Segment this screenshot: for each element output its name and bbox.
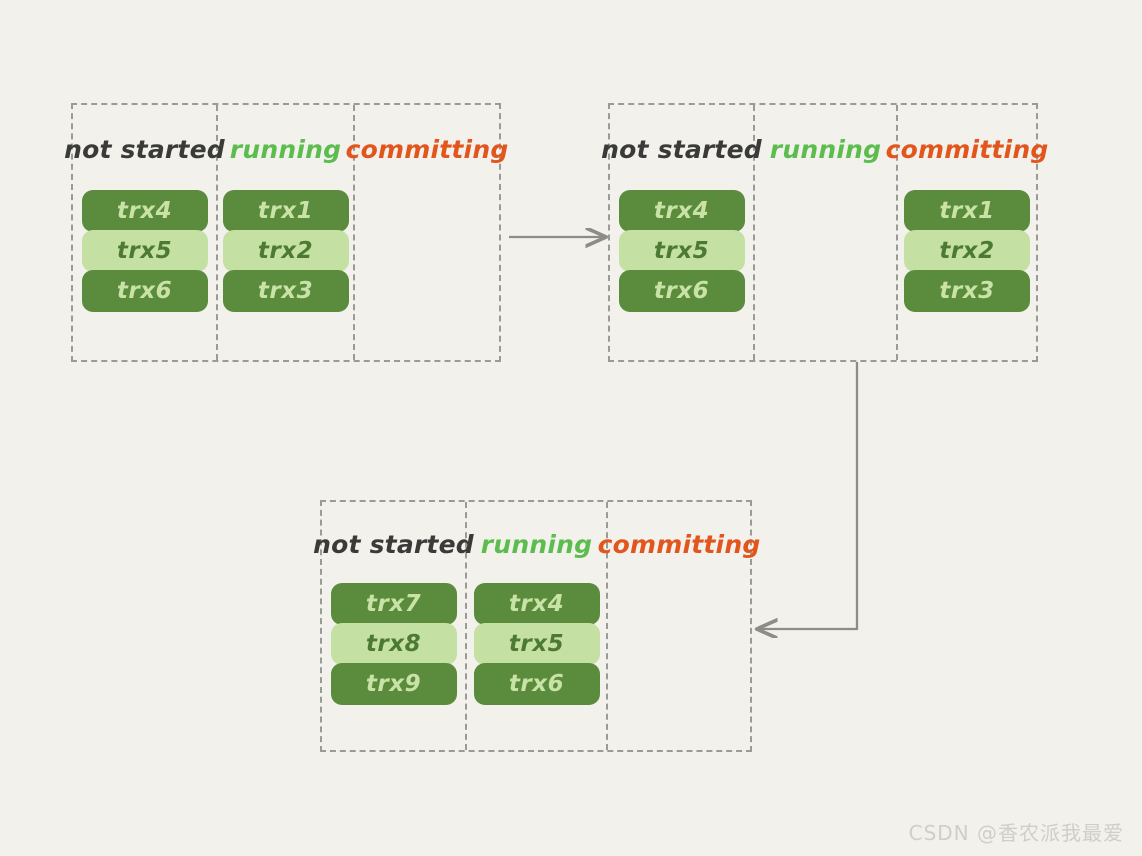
column-title-committing: committing: [597, 530, 761, 559]
column-not-started: not started trx4 trx5 trx6: [601, 105, 762, 360]
column-running: running trx4 trx5 trx6: [467, 502, 608, 750]
trx-pill[interactable]: trx9: [330, 663, 457, 705]
column-running: running: [755, 105, 898, 360]
column-committing: committing trx1 trx2 trx3: [886, 105, 1048, 360]
pill-stack-committing: trx1 trx2 trx3: [904, 190, 1030, 312]
trx-pill[interactable]: trx6: [618, 270, 745, 312]
trx-pill[interactable]: trx2: [904, 230, 1030, 272]
column-title-not-started: not started: [601, 135, 762, 164]
trx-pill[interactable]: trx5: [618, 230, 745, 272]
column-title-not-started: not started: [313, 530, 474, 559]
pill-stack-running: trx1 trx2 trx3: [222, 190, 349, 312]
trx-pill[interactable]: trx4: [473, 583, 600, 625]
column-title-running: running: [769, 135, 882, 164]
trx-pill[interactable]: trx4: [81, 190, 208, 232]
column-title-committing: committing: [885, 135, 1049, 164]
trx-pill[interactable]: trx1: [222, 190, 349, 232]
panel-state-3: not started trx7 trx8 trx9 running trx4 …: [313, 500, 761, 752]
trx-pill[interactable]: trx5: [81, 230, 208, 272]
trx-pill[interactable]: trx7: [330, 583, 457, 625]
trx-pill[interactable]: trx1: [904, 190, 1030, 232]
arrow-panel2-to-panel3: [759, 362, 859, 629]
trx-pill[interactable]: trx5: [473, 623, 600, 665]
pill-stack-not-started: trx4 trx5 trx6: [81, 190, 208, 312]
pill-stack-not-started: trx7 trx8 trx9: [330, 583, 457, 705]
column-committing: committing: [346, 105, 509, 360]
watermark: CSDN @香农派我最爱: [908, 821, 1124, 845]
trx-pill[interactable]: trx6: [473, 663, 600, 705]
trx-pill[interactable]: trx8: [330, 623, 457, 665]
column-title-committing: committing: [345, 135, 509, 164]
trx-pill[interactable]: trx3: [222, 270, 349, 312]
column-title-not-started: not started: [64, 135, 225, 164]
column-committing: committing: [598, 502, 761, 750]
pill-stack-running: trx4 trx5 trx6: [473, 583, 600, 705]
column-not-started: not started trx7 trx8 trx9: [313, 502, 474, 750]
column-running: running trx1 trx2 trx3: [218, 105, 355, 360]
pill-stack-not-started: trx4 trx5 trx6: [618, 190, 745, 312]
panel-state-2: not started trx4 trx5 trx6 running commi…: [601, 103, 1048, 362]
column-not-started: not started trx4 trx5 trx6: [64, 105, 225, 360]
column-title-running: running: [480, 530, 593, 559]
trx-pill[interactable]: trx6: [81, 270, 208, 312]
trx-pill[interactable]: trx4: [618, 190, 745, 232]
trx-pill[interactable]: trx3: [904, 270, 1030, 312]
column-title-running: running: [229, 135, 342, 164]
panel-state-1: not started trx4 trx5 trx6 running trx1 …: [64, 103, 509, 362]
trx-pill[interactable]: trx2: [222, 230, 349, 272]
